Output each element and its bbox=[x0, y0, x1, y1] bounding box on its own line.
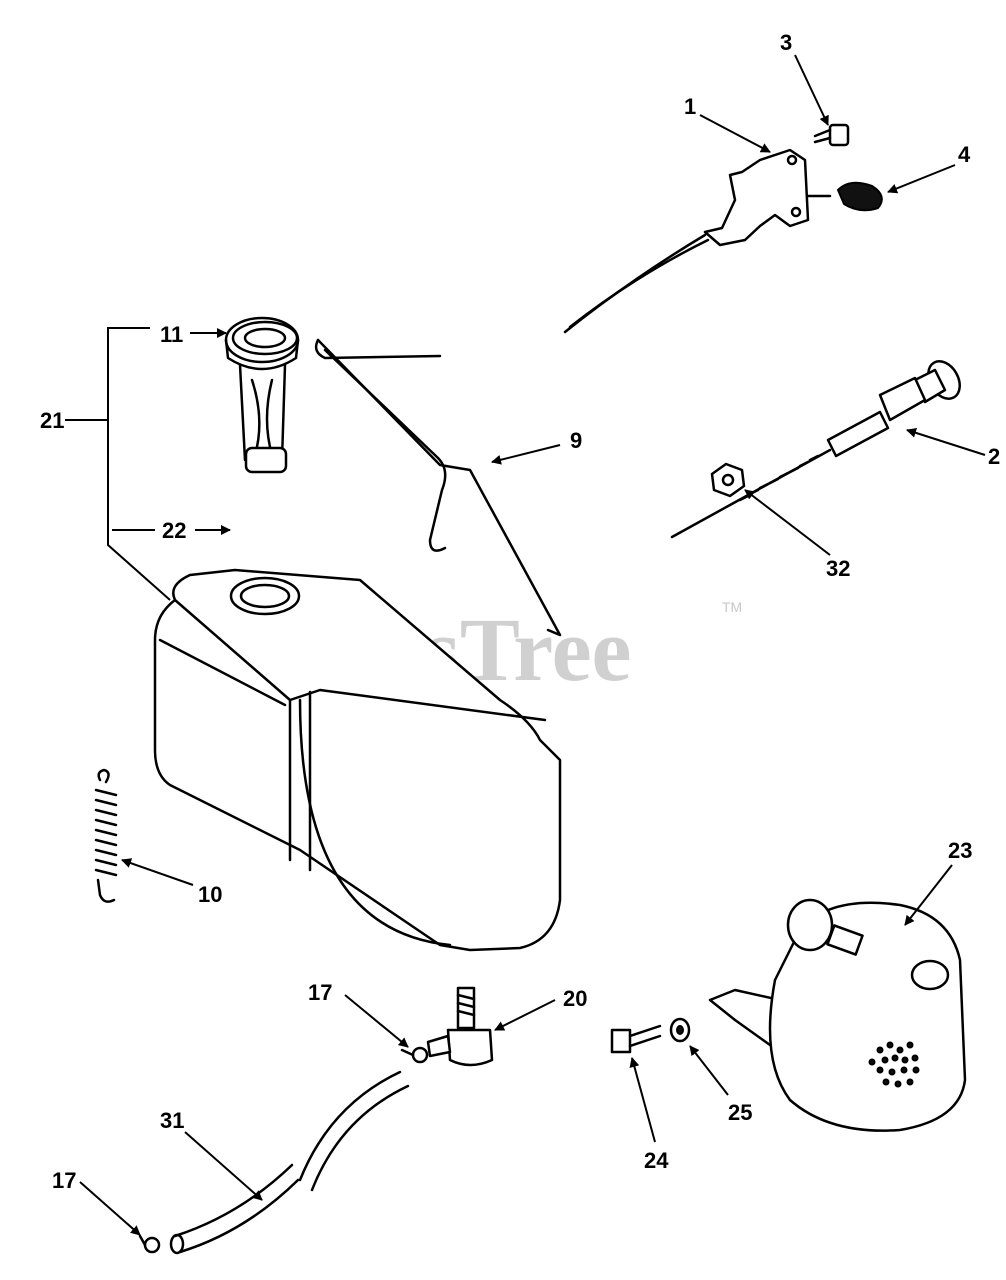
part-throttle-bracket bbox=[563, 148, 832, 334]
callout-4: 4 bbox=[958, 142, 971, 167]
part-hose-clamp-lower bbox=[138, 1234, 161, 1254]
callout-17-lower: 17 bbox=[52, 1168, 76, 1193]
part-fuel-valve bbox=[426, 986, 494, 1067]
callout-labels: 1 3 4 2 32 9 11 21 22 10 20 17 17 31 24 … bbox=[40, 30, 1000, 1193]
callout-31: 31 bbox=[160, 1108, 184, 1133]
part-fuel-hose bbox=[169, 1070, 410, 1255]
part-choke-control bbox=[670, 360, 961, 539]
bracket-21 bbox=[65, 327, 171, 601]
part-washer bbox=[669, 1017, 691, 1043]
callout-20: 20 bbox=[563, 986, 587, 1011]
part-spring bbox=[94, 768, 118, 903]
watermark-trademark: TM bbox=[722, 599, 742, 615]
part-fuel-tank bbox=[153, 568, 562, 952]
callout-32: 32 bbox=[826, 556, 850, 581]
callout-21: 21 bbox=[40, 408, 64, 433]
part-knob bbox=[836, 181, 883, 212]
part-hose-clamp-upper bbox=[400, 1046, 429, 1064]
callout-24: 24 bbox=[644, 1148, 669, 1173]
part-tank-strap bbox=[314, 338, 562, 637]
callout-3: 3 bbox=[780, 30, 792, 55]
leader-lines bbox=[79, 54, 986, 1236]
callout-25: 25 bbox=[728, 1100, 752, 1125]
muffler-perforations bbox=[868, 1041, 920, 1088]
callout-17-upper: 17 bbox=[308, 980, 332, 1005]
part-muffler-bolt bbox=[610, 1024, 662, 1054]
callout-11: 11 bbox=[160, 322, 183, 347]
callout-9: 9 bbox=[570, 428, 582, 453]
part-gasket bbox=[231, 320, 299, 356]
callout-22: 22 bbox=[162, 518, 186, 543]
callout-23: 23 bbox=[948, 838, 972, 863]
part-bolt bbox=[813, 123, 850, 147]
callout-10: 10 bbox=[198, 882, 222, 907]
callout-2: 2 bbox=[988, 444, 1000, 469]
part-nut bbox=[710, 462, 746, 498]
part-muffler bbox=[708, 898, 967, 1132]
callout-1: 1 bbox=[684, 94, 696, 119]
